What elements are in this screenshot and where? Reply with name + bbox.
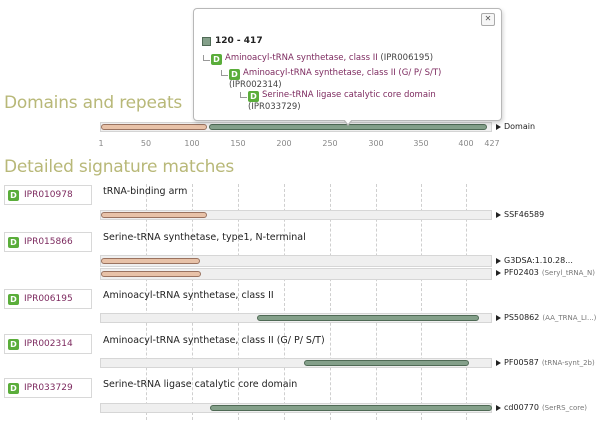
entry-name-ipr006195: Aminoacyl-tRNA synthetase, class II [103,290,274,301]
track-pf00587 [100,358,492,368]
track-ssf46589 [100,210,492,220]
match-bar-ps50862[interactable] [257,315,479,321]
grid-line-250 [330,184,331,420]
tree-branch-icon [240,92,247,98]
entry-link-ipr010978[interactable]: IPR010978 [24,190,73,200]
signatures-section-title: Detailed signature matches [4,157,235,177]
expand-arrow-icon[interactable] [496,360,501,366]
entry-name-ipr010978: tRNA-binding arm [103,186,188,197]
domain-badge-icon: D [229,69,240,80]
tick-350: 350 [413,139,429,148]
expand-arrow-icon[interactable] [496,405,501,411]
entry-link-ipr015866[interactable]: IPR015866 [24,237,73,247]
entry-ipr033729[interactable]: D IPR033729 [4,378,92,398]
tick-400: 400 [458,139,474,148]
match-bar-pf00587[interactable] [304,360,469,366]
close-icon[interactable]: ✕ [481,13,495,26]
expand-arrow-icon[interactable] [496,270,501,276]
domain-color-swatch [202,36,211,46]
domain-arrow-icon[interactable] [496,124,501,130]
tick-300: 300 [368,139,384,148]
domain-bar-ssf46589[interactable] [101,124,207,130]
entry-ipr006195[interactable]: D IPR006195 [4,289,92,309]
grid-line-300 [376,184,377,420]
expand-arrow-icon[interactable] [496,212,501,218]
entry-link-ipr006195[interactable]: IPR006195 [24,294,73,304]
grid-line-100 [192,184,193,420]
tick-100: 100 [184,139,200,148]
grid-line-150 [238,184,239,420]
match-bar-ssf46589[interactable] [101,212,207,218]
tick-200: 200 [276,139,292,148]
domain-badge-icon: D [8,293,19,305]
entry-name-ipr033729: Serine-tRNA ligase catalytic core domain [103,379,298,390]
tick-50: 50 [140,139,152,148]
domain-label: Domain [504,122,536,131]
domain-badge-icon: D [211,54,222,65]
grid-line-400 [466,184,467,420]
track-label-ps50862[interactable]: PS50862(AA_TRNA_LI...) [504,313,597,322]
popup-range-text: 120 - 417 [215,36,263,46]
tick-250: 250 [322,139,338,148]
grid-line-50 [146,184,147,420]
expand-arrow-icon[interactable] [496,258,501,264]
domain-badge-icon: D [8,338,19,350]
tick-427: 427 [484,139,500,148]
domain-badge-icon: D [248,91,259,102]
entry-ipr002314[interactable]: D IPR002314 [4,334,92,354]
track-label-g3dsa[interactable]: G3DSA:1.10.28... [504,256,573,265]
popup-range: 120 - 417 [202,36,263,46]
tick-1: 1 [98,139,104,148]
domain-badge-icon: D [8,236,19,248]
match-bar-g3dsa[interactable] [101,258,200,264]
track-label-ssf46589[interactable]: SSF46589 [504,210,545,219]
entry-name-ipr015866: Serine-tRNA synthetase, type1, N-termina… [103,232,306,243]
entry-name-ipr002314: Aminoacyl-tRNA synthetase, class II (G/ … [103,335,325,346]
tree-branch-icon [221,70,228,76]
domain-badge-icon: D [8,382,19,394]
entry-link-ipr002314[interactable]: IPR002314 [24,339,73,349]
track-label-cd00770[interactable]: cd00770(SerRS_core) [504,403,587,412]
entry-link-ipr033729[interactable]: IPR033729 [24,383,73,393]
grid-line-200 [284,184,285,420]
grid-line-350 [421,184,422,420]
track-label-pf00587[interactable]: PF00587(tRNA-synt_2b) [504,358,595,367]
entry-ipr010978[interactable]: D IPR010978 [4,185,92,205]
match-bar-pf02403[interactable] [101,271,201,277]
track-label-pf02403[interactable]: PF02403(Seryl_tRNA_N) [504,268,595,277]
entry-ipr015866[interactable]: D IPR015866 [4,232,92,252]
match-bar-cd00770[interactable] [210,405,492,411]
tick-150: 150 [230,139,246,148]
domain-badge-icon: D [8,189,19,201]
tree-branch-icon [203,55,210,61]
expand-arrow-icon[interactable] [496,315,501,321]
popup-pointer-inner [344,119,352,124]
domains-section-title: Domains and repeats [4,93,183,113]
